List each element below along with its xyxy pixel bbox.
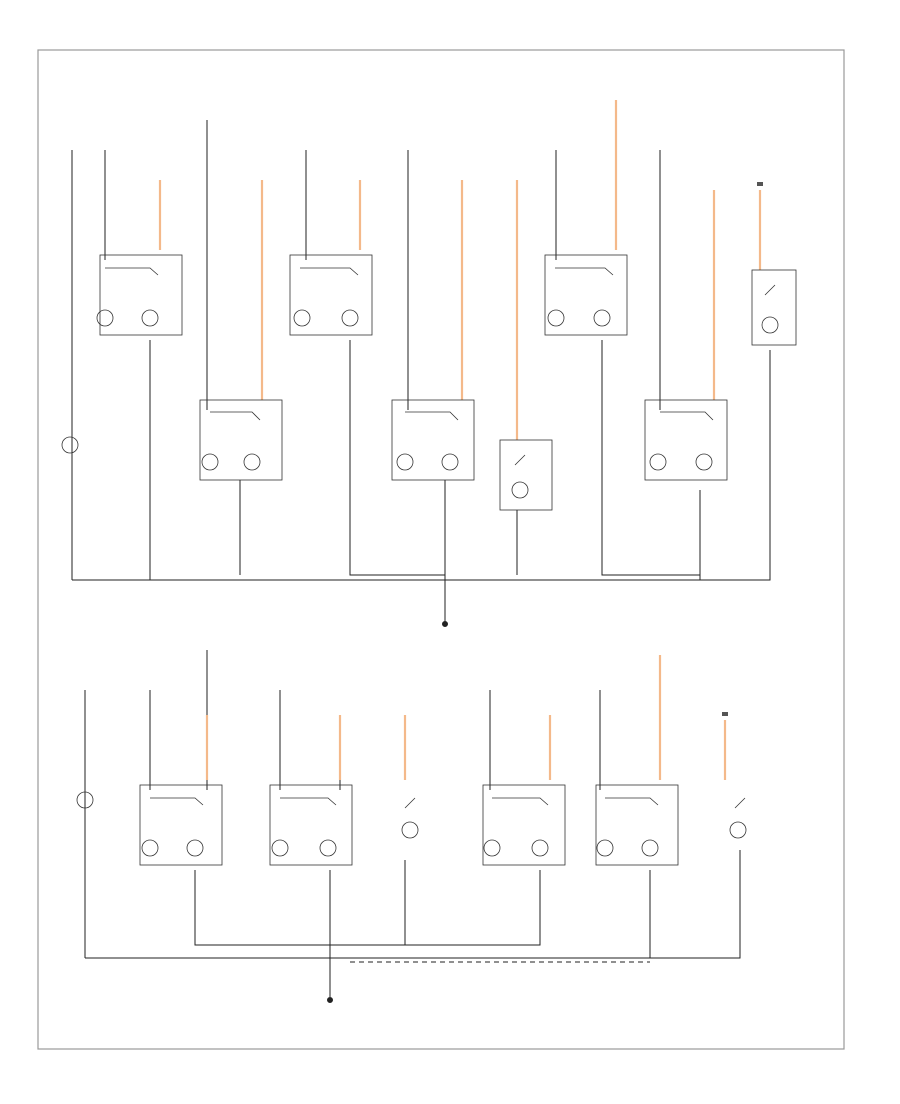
top-circuit [71, 120, 771, 622]
connector-marks [722, 182, 763, 716]
bottom-lamp-boxes [139, 784, 679, 866]
top-ground-symbol [442, 621, 448, 627]
top-bulbs [61, 309, 779, 499]
bottom-circuit [84, 650, 741, 975]
top-hot-wires [158, 100, 762, 440]
bottom-hot-wires [205, 655, 727, 780]
top-lamp-boxes [99, 254, 797, 511]
bottom-bulbs [76, 791, 747, 857]
top-switches [105, 267, 776, 466]
diagram-frame [37, 49, 845, 1050]
bottom-switches [150, 797, 746, 809]
bottom-ground-symbol [327, 975, 333, 1003]
